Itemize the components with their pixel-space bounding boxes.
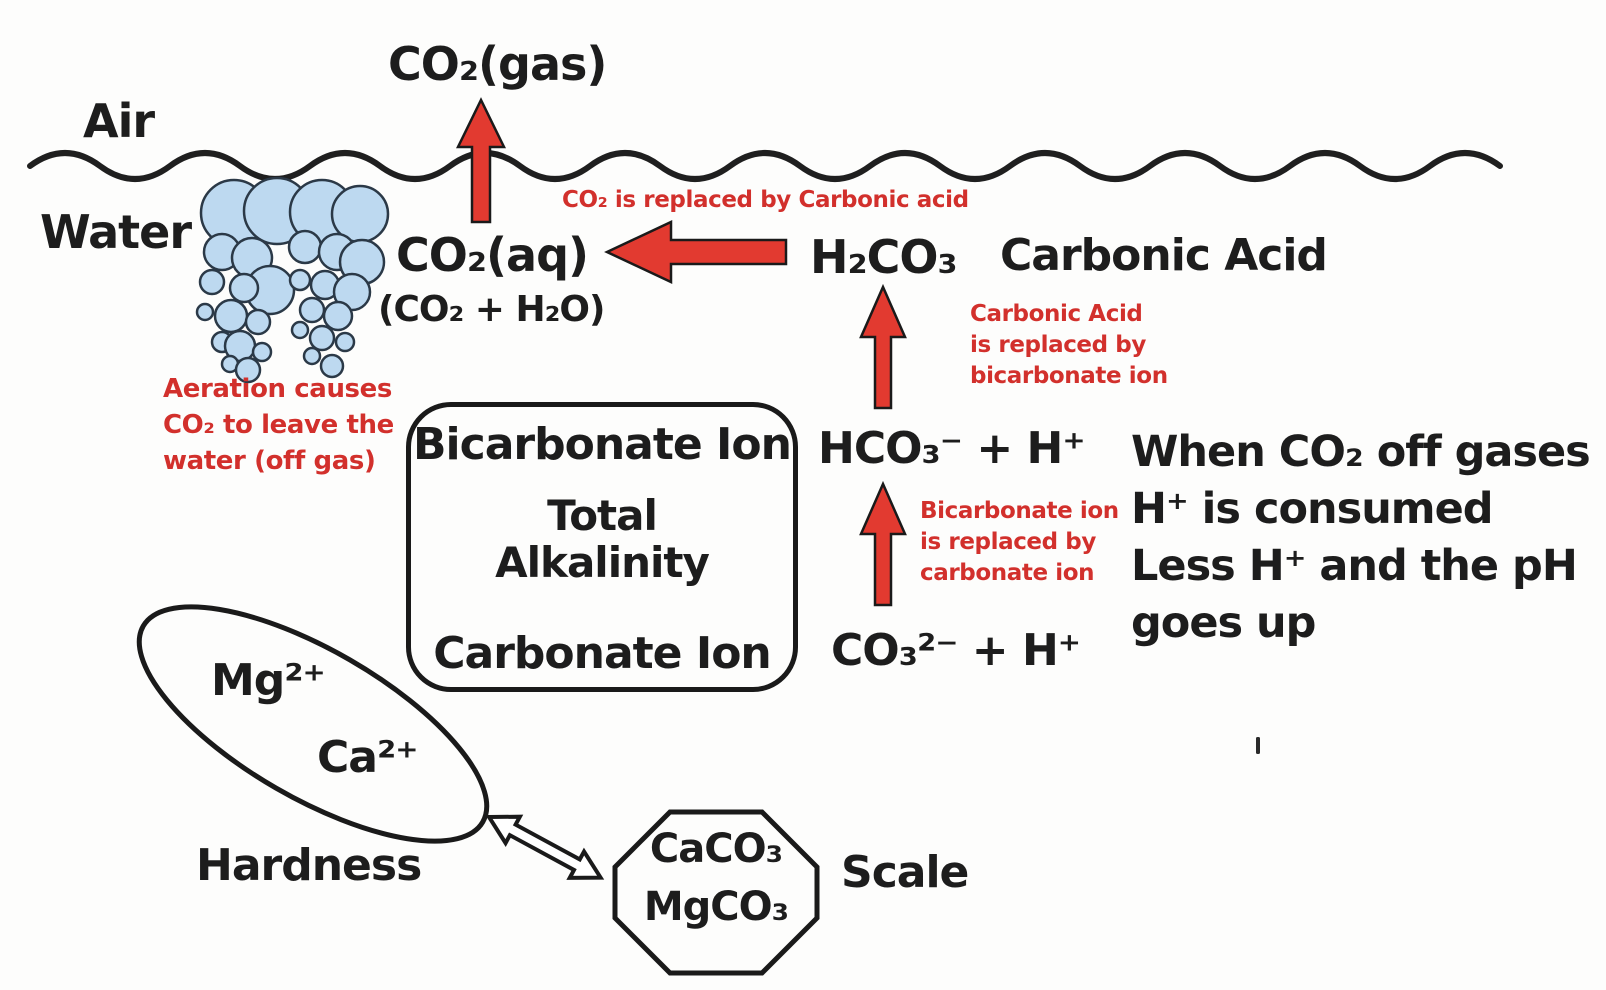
h2co3-label: H₂CO₃	[810, 230, 958, 284]
water-surface-wave-line	[27, 150, 1503, 182]
co2-gas-label: CO₂(gas)	[388, 37, 607, 91]
ph-note-text: When CO₂ off gases H⁺ is consumed Less H…	[1131, 427, 1591, 648]
carbonate-ion-label: Carbonate Ion	[433, 628, 772, 679]
co2-aq-detail-label: (CO₂ + H₂O)	[378, 289, 605, 330]
hardness-scale-double-arrow	[485, 814, 605, 880]
scale-label: Scale	[841, 847, 969, 898]
co2-aq-label: CO₂(aq)	[396, 228, 589, 282]
co2-offgas-up-arrow	[455, 97, 507, 224]
co3-to-hco3-up-arrow	[859, 480, 907, 607]
bicarbonate-replaced-note: Bicarbonate ion is replaced by carbonate…	[920, 498, 1119, 586]
aeration-bubbles-icon	[195, 176, 390, 384]
mg-ion-label: Mg²⁺	[211, 655, 326, 706]
water-label: Water	[40, 205, 192, 259]
caco3-label: CaCO₃	[649, 826, 783, 872]
hco3-h-label: HCO₃⁻ + H⁺	[818, 423, 1086, 474]
air-label: Air	[83, 94, 155, 148]
carbonic-acid-label: Carbonic Acid	[1000, 230, 1328, 281]
co2-replaced-note: CO₂ is replaced by Carbonic acid	[562, 187, 969, 213]
h2co3-to-co2aq-left-arrow	[604, 220, 788, 284]
mgco3-label: MgCO₃	[643, 884, 789, 930]
ca-ion-label: Ca²⁺	[317, 732, 418, 783]
scale-octagon	[612, 809, 820, 976]
co3-h-label: CO₃²⁻ + H⁺	[831, 625, 1081, 676]
hardness-label: Hardness	[196, 840, 422, 891]
carbonic-replaced-note: Carbonic Acid is replaced by bicarbonate…	[970, 301, 1168, 389]
hardness-ellipse	[136, 604, 490, 844]
total-label: Total	[547, 491, 658, 540]
aeration-note: Aeration causes CO₂ to leave the water (…	[163, 374, 394, 476]
hco3-to-h2co3-up-arrow	[859, 283, 907, 410]
alkalinity-label: Alkalinity	[495, 538, 710, 587]
stray-tick-mark	[1256, 737, 1260, 754]
bicarbonate-ion-label: Bicarbonate Ion	[413, 419, 792, 470]
total-alkalinity-box	[406, 402, 798, 692]
